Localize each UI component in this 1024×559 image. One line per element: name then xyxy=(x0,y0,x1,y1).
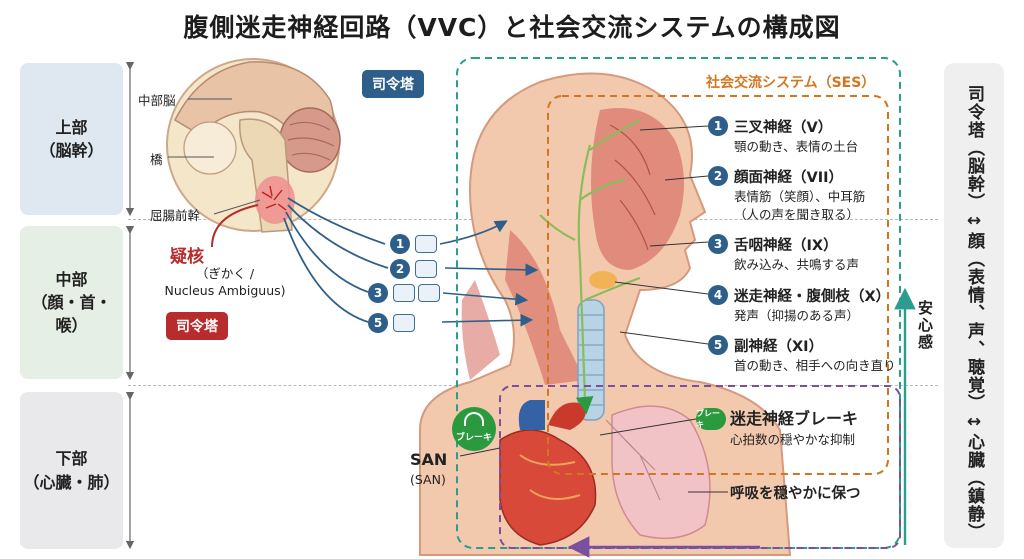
nerve-desc-line: 表情筋（笑顔）、中耳筋 xyxy=(734,189,866,204)
command-tag-blue: 司令塔 xyxy=(362,70,424,98)
brake-gauge-icon: ブレーキ xyxy=(452,407,496,451)
nucleus-latin: Nucleus Ambiguus) xyxy=(164,282,286,298)
level-middle-title: 中部 xyxy=(55,269,88,289)
nerve-desc: 発声（抑揚のある声） xyxy=(734,308,860,323)
command-column: 司令塔（脳幹）↔顔（表情、声、聴覚）↔心臓（鎮静） xyxy=(944,63,1004,548)
throat-icon xyxy=(418,284,440,302)
neck-icon xyxy=(393,314,415,332)
page-title: 腹側迷走神経回路（VVC）と社会交流システムの構成図 xyxy=(183,13,841,42)
connector-num-1: 1 xyxy=(390,234,410,254)
nucleus-ambiguus-title: 疑核 xyxy=(170,247,204,267)
gauge-arc-icon xyxy=(464,412,484,426)
vagal-brake-desc: 心拍数の穏やかな抑制 xyxy=(730,432,856,447)
nerve-desc: 表情筋（笑顔）、中耳筋 （人の声を聞き取る） xyxy=(734,188,865,223)
level-upper-panel: 上部 （脳幹） xyxy=(20,63,123,215)
vagus-nerve-lines xyxy=(539,119,641,415)
ses-boundary xyxy=(547,95,889,475)
nerve-num: 1 xyxy=(708,116,728,136)
san-sub-label: (SAN) xyxy=(410,472,446,487)
nerve-desc: 首の動き、相手への向き直り xyxy=(734,358,896,373)
command-column-text: 司令塔（脳幹）↔顔（表情、声、聴覚）↔心臓（鎮静） xyxy=(964,85,984,541)
nucleus-fibers xyxy=(283,197,389,323)
level-lower-panel: 下部 （心臓・肺） xyxy=(20,392,123,549)
nucleus-reading: （ぎかく / xyxy=(195,266,255,281)
nucleus-ambiguus-sub: （ぎかく / Nucleus Ambiguus) xyxy=(150,266,300,300)
label-midbrain: 中部脳 xyxy=(138,93,176,108)
breathing-label: 呼吸を穏やかに保つ xyxy=(730,486,861,502)
brainstem-illustration xyxy=(166,58,341,233)
label-medulla: 屈腸前幹 xyxy=(150,208,201,223)
nerve-num: 2 xyxy=(708,166,728,186)
nerve-desc-line: （人の声を聞き取る） xyxy=(734,206,860,222)
face-icon xyxy=(415,235,437,253)
label-pons: 橋 xyxy=(150,152,163,167)
level-middle-sub: （顔・首・喉） xyxy=(31,292,112,336)
nerve-name: 副神経（XI） xyxy=(734,339,824,355)
nerve-num: 4 xyxy=(708,285,728,305)
nerve-desc: 飲み込み、共鳴する声 xyxy=(734,257,860,272)
brake-badge-small: ブレーキ xyxy=(696,408,726,430)
level-middle-panel: 中部 （顔・首・喉） xyxy=(20,226,123,379)
nerve-name: 舌咽神経（IX） xyxy=(734,238,838,254)
vagal-brake-title: 迷走神経ブレーキ xyxy=(730,409,859,428)
command-tag-red: 司令塔 xyxy=(166,312,228,340)
nerve-leaders xyxy=(599,125,728,493)
brake-badge-label: ブレーキ xyxy=(455,433,492,443)
nerve-name: 迷走神経・腹側枝（X） xyxy=(734,289,891,305)
level-lower-sub: （心臓・肺） xyxy=(23,472,120,492)
level-upper-sub: （脳幹） xyxy=(39,141,104,160)
san-label: SAN xyxy=(410,450,448,469)
face-side-icon xyxy=(415,260,437,278)
connector-num-5: 5 xyxy=(368,313,388,333)
nerve-num: 5 xyxy=(708,335,728,355)
sense-of-safety-label: 安心感 xyxy=(916,300,934,351)
level-upper-title: 上部 xyxy=(55,117,88,137)
level-lower-title: 下部 xyxy=(55,449,88,469)
connector-num-3: 3 xyxy=(368,283,388,303)
head-torso-illustration xyxy=(419,72,792,556)
connector-num-2: 2 xyxy=(390,259,410,279)
nerve-name: 三叉神経（V） xyxy=(734,120,833,136)
nerve-num: 3 xyxy=(708,234,728,254)
nerve-desc: 顎の動き、表情の土台 xyxy=(734,139,859,154)
nerve-name: 顔面神経（VII） xyxy=(734,170,844,186)
ear-icon xyxy=(393,284,415,302)
ses-label: 社会交流システム（SES） xyxy=(706,75,876,91)
